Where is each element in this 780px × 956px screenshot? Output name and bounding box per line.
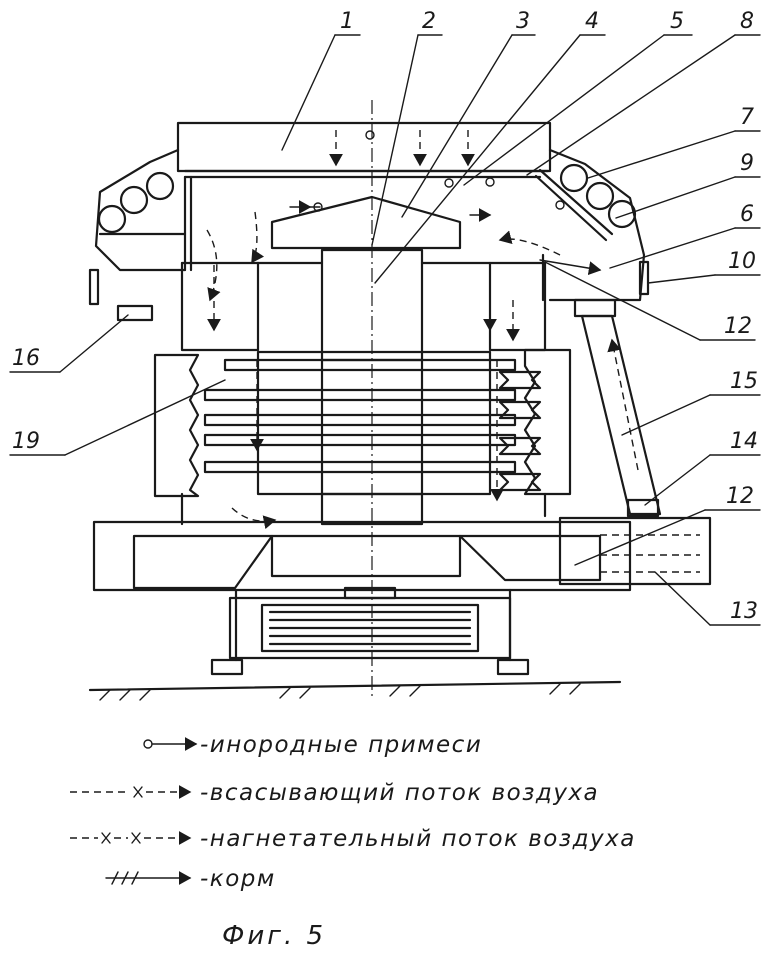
legend-text-1: -инородные примеси <box>200 732 482 758</box>
label-6: 6 <box>740 202 754 227</box>
figure-caption: Фиг. 5 <box>222 921 326 951</box>
label-16: 16 <box>12 346 40 371</box>
label-8: 8 <box>740 9 754 34</box>
label-12-bottom: 12 <box>726 484 754 509</box>
cone-deflector <box>270 195 462 250</box>
label-14: 14 <box>730 429 758 454</box>
top-hopper <box>176 121 552 173</box>
label-3: 3 <box>516 9 530 34</box>
legend-text-3: -нагнетательный поток воздуха <box>200 826 636 852</box>
label-12-top: 12 <box>724 314 752 339</box>
legend-text-4: -корм <box>200 866 276 892</box>
legend-row-feed: -корм <box>105 866 276 892</box>
label-13: 13 <box>730 599 758 624</box>
label-15: 15 <box>730 369 758 394</box>
label-10: 10 <box>728 249 756 274</box>
rollers-right <box>498 370 542 492</box>
label-5: 5 <box>670 9 684 34</box>
leader-lines <box>9 34 761 626</box>
legend-text-2: -всасывающий поток воздуха <box>200 780 599 806</box>
left-grinding-wall <box>153 353 200 498</box>
flow-arrows <box>206 130 639 530</box>
label-7: 7 <box>740 105 754 130</box>
label-4: 4 <box>585 9 599 34</box>
base-frame <box>92 520 632 592</box>
machine-drawing <box>88 100 712 701</box>
label-2: 2 <box>422 9 436 34</box>
label-9: 9 <box>740 151 754 176</box>
legend-row-foreign-matter: -инородные примеси <box>143 732 482 758</box>
label-19: 19 <box>12 429 40 454</box>
ground-line <box>88 680 622 692</box>
legend-row-suction-air: -всасывающий поток воздуха <box>70 780 599 806</box>
label-1: 1 <box>340 9 354 34</box>
air-duct <box>580 314 662 516</box>
legend-row-pressure-air: -нагнетательный поток воздуха <box>70 826 636 852</box>
collection-bin <box>558 516 712 586</box>
legend: -инородные примеси -всасывающий поток во… <box>70 732 636 892</box>
right-cover <box>548 148 646 302</box>
part-numbers: 1 2 3 4 5 8 7 9 6 10 12 16 15 19 14 12 1… <box>12 9 758 624</box>
